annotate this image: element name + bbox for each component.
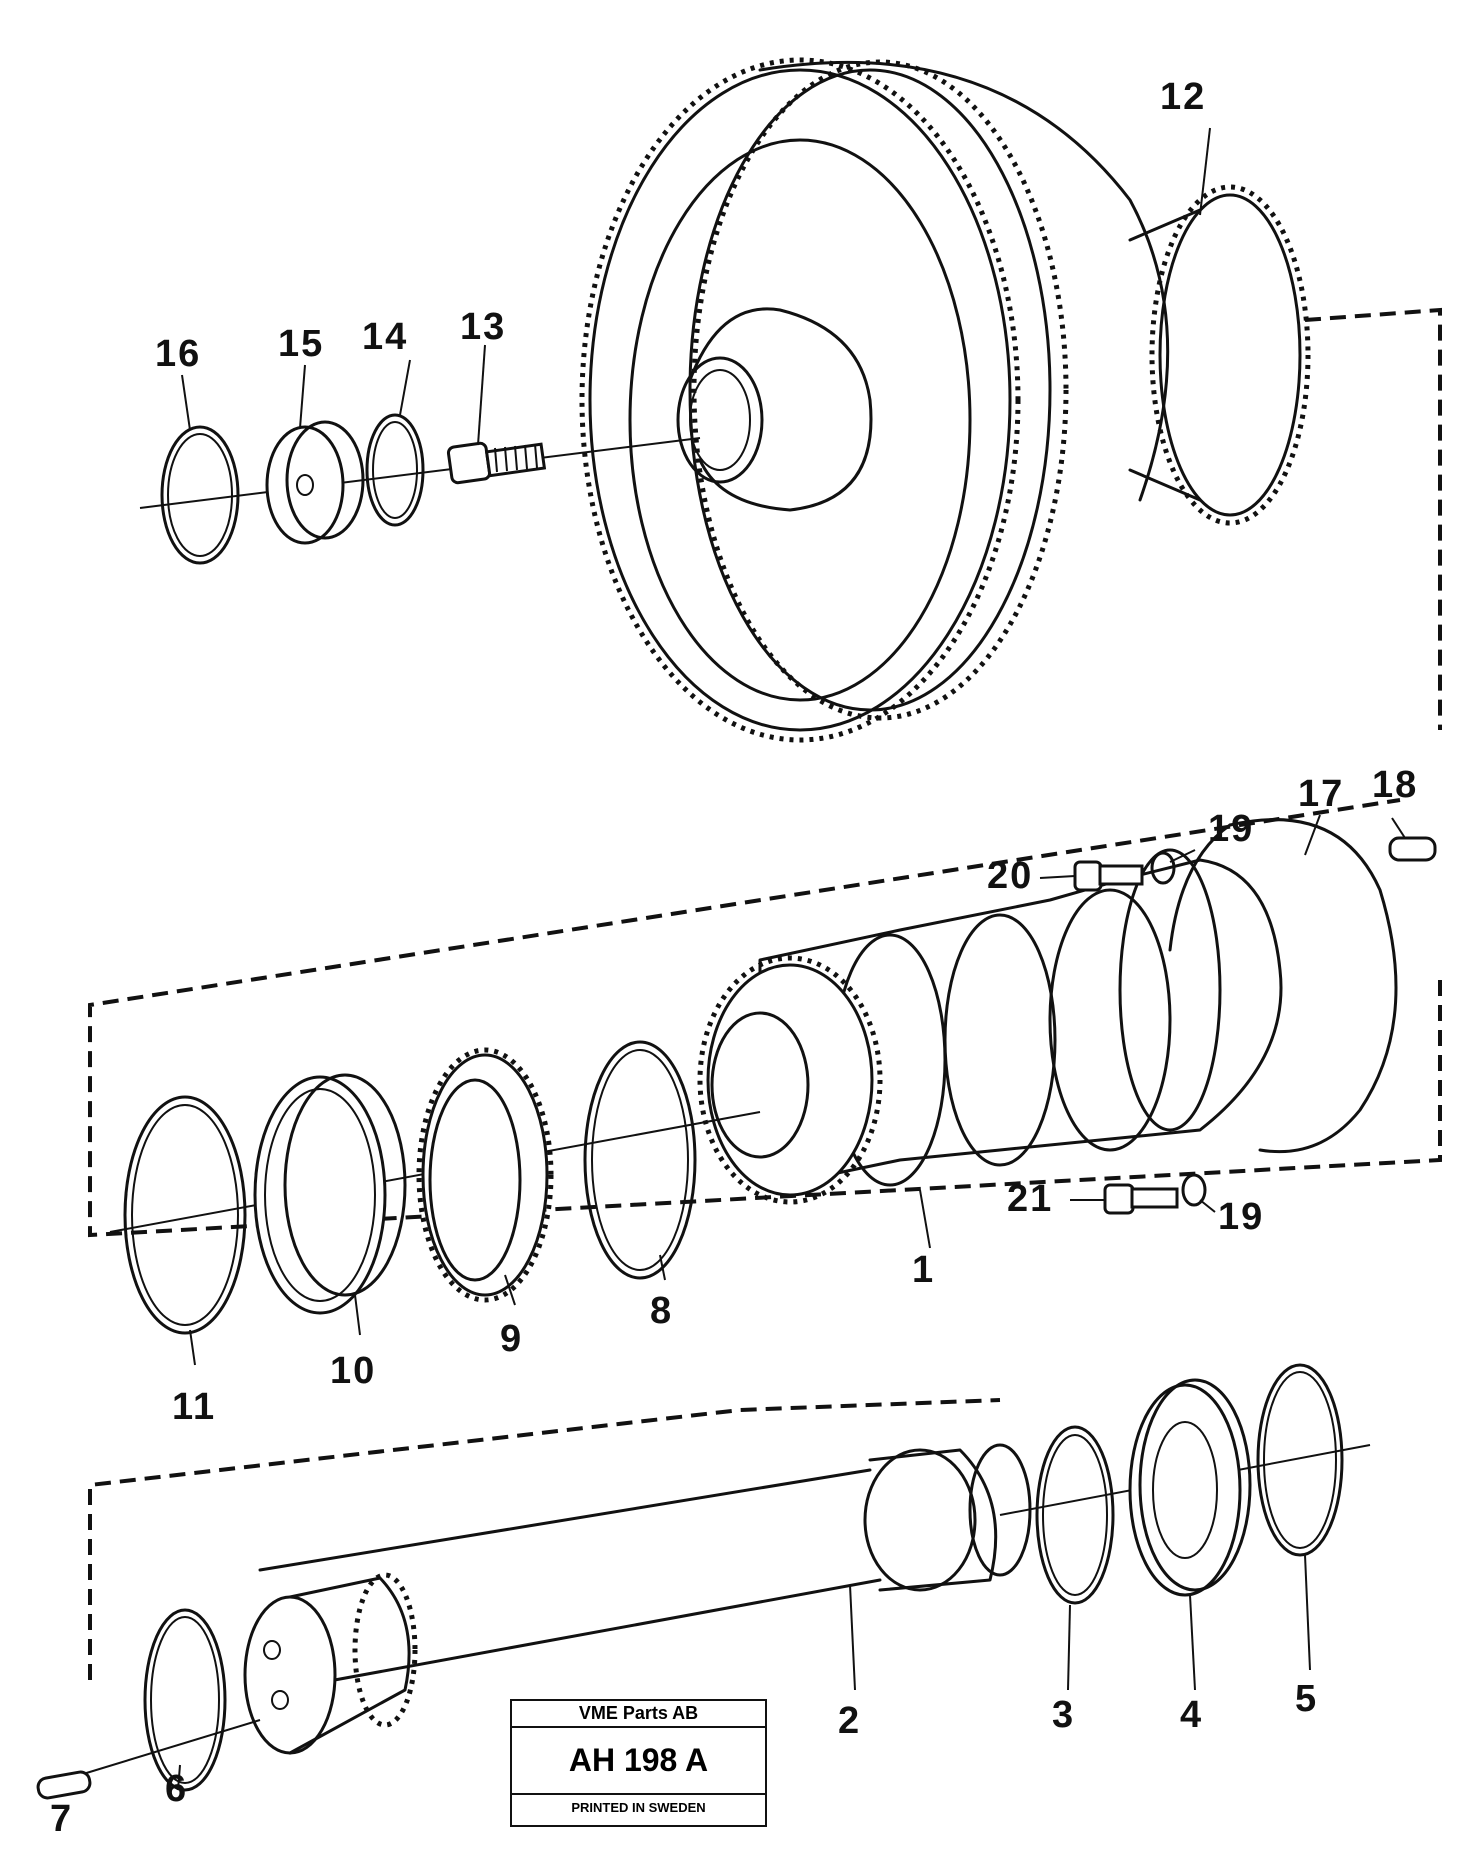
circlip-6: [143, 1608, 227, 1792]
washer-19-top: [1150, 851, 1176, 885]
ring-11: [123, 1095, 247, 1335]
stamp-printed: PRINTED IN SWEDEN: [571, 1800, 706, 1815]
ring-3: [1035, 1425, 1115, 1605]
callout-14: 14: [362, 316, 409, 358]
callout-19-top: 19: [1208, 808, 1255, 850]
stamp-code: AH 198 A: [512, 1728, 765, 1795]
callout-13: 13: [460, 306, 507, 348]
callout-3: 3: [1052, 1694, 1076, 1736]
pin-18: [1388, 836, 1437, 862]
pin-7: [36, 1770, 92, 1800]
bolt-21: [1070, 1173, 1207, 1215]
washer-19-bottom: [1181, 1173, 1207, 1207]
callout-1: 1: [912, 1249, 936, 1291]
callout-21: 21: [1007, 1178, 1054, 1220]
circlip-16: [160, 425, 240, 565]
callout-2: 2: [838, 1700, 862, 1742]
callout-18: 18: [1372, 764, 1419, 806]
washer-15: [265, 425, 345, 545]
callout-19-bottom: 19: [1218, 1196, 1265, 1238]
o-ring-14: [365, 413, 425, 527]
callout-4: 4: [1180, 1694, 1204, 1736]
bolt-20: [1039, 851, 1176, 892]
title-stamp: VME Parts AB AH 198 A PRINTED IN SWEDEN: [510, 1699, 767, 1827]
converter-drum: [139, 57, 1442, 743]
callout-16: 16: [155, 333, 202, 375]
ring-8: [583, 1040, 697, 1280]
hub-bore: [676, 356, 764, 484]
callout-5: 5: [1295, 1678, 1319, 1720]
callout-17: 17: [1298, 773, 1345, 815]
race-10: [253, 1075, 387, 1315]
callout-12: 12: [1160, 76, 1207, 118]
bearing-4: [1128, 1383, 1242, 1597]
callout-9: 9: [500, 1318, 524, 1360]
callout-7: 7: [50, 1798, 74, 1840]
circlip-5: [1256, 1363, 1344, 1557]
callout-6: 6: [165, 1768, 189, 1810]
callout-10: 10: [330, 1350, 377, 1392]
bolt-13: [446, 441, 547, 485]
input-shaft-2: [69, 1398, 1371, 1779]
callout-8: 8: [650, 1290, 674, 1332]
stamp-company: VME Parts AB: [512, 1701, 765, 1728]
gear-12: [1158, 193, 1302, 517]
callout-20: 20: [987, 855, 1034, 897]
toothed-ring-9: [421, 1053, 549, 1297]
callout-15: 15: [278, 323, 325, 365]
shaft-1-bore: [710, 1011, 810, 1159]
leader-lines: [177, 127, 1406, 1791]
callout-11: 11: [172, 1386, 217, 1428]
